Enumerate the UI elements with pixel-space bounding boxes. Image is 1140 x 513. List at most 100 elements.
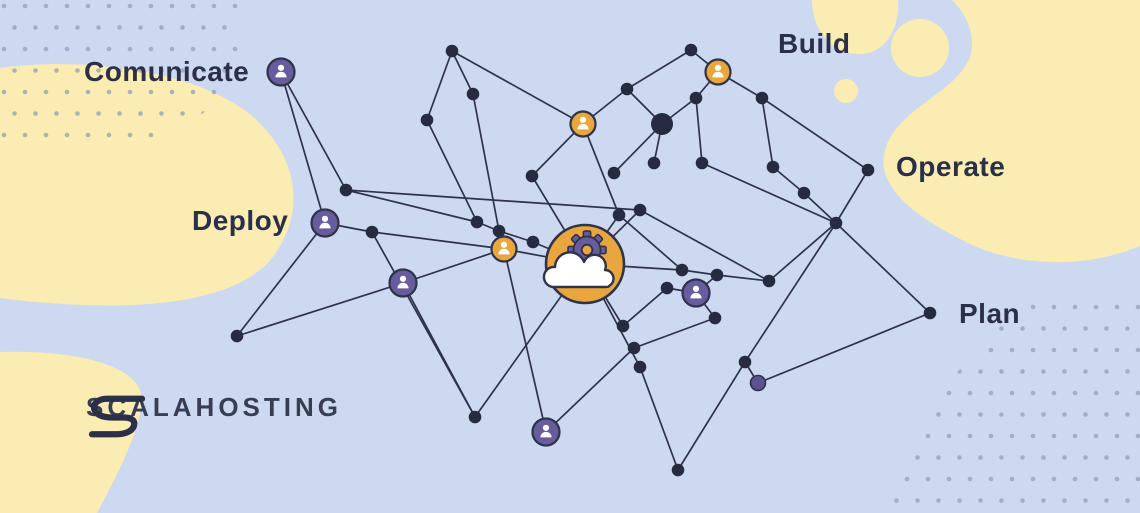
network-edge <box>402 248 505 284</box>
network-edge <box>451 50 584 125</box>
network-node-dot <box>627 341 641 355</box>
person-silhouette-icon <box>540 431 552 438</box>
person-silhouette-icon <box>712 71 724 78</box>
network-node-dot <box>708 311 722 325</box>
person-silhouette-icon <box>399 275 407 282</box>
network-edge <box>701 162 837 224</box>
person-silhouette-icon <box>319 222 331 229</box>
network-node-dot <box>762 274 776 288</box>
cloud-hub-icon <box>542 223 626 305</box>
label-plan: Plan <box>959 298 1021 329</box>
network-node-purple-dot <box>749 374 767 392</box>
network-edge <box>545 347 635 433</box>
network-node-dot <box>923 306 937 320</box>
network-node-dot <box>710 268 724 282</box>
yellow-circle-small <box>834 79 858 103</box>
network-node-dot <box>797 186 811 200</box>
person-silhouette-icon <box>577 123 589 130</box>
network-edge <box>472 93 500 232</box>
network-edge <box>622 287 668 327</box>
yellow-circle-mid <box>891 19 949 77</box>
network-edge <box>744 222 837 363</box>
network-node-dot <box>633 360 647 374</box>
network-node-person-orange <box>490 235 518 263</box>
network-node-dot <box>445 44 459 58</box>
network-edge <box>280 71 326 224</box>
network-edge <box>503 248 547 433</box>
network-node-person-purple <box>681 278 711 308</box>
network-node-dot <box>738 355 752 369</box>
network-node-dot <box>466 87 480 101</box>
network-node-dot <box>492 224 506 238</box>
network-edge <box>280 71 347 191</box>
network-edge <box>695 97 703 164</box>
network-node-person-purple <box>310 208 340 238</box>
scalahosting-logo-icon <box>88 395 146 438</box>
network-node-dot <box>755 91 769 105</box>
network-node-dot <box>526 235 540 249</box>
network-edge <box>757 312 931 384</box>
network-node-person-purple <box>531 417 561 447</box>
network-node-person-purple <box>266 57 296 87</box>
network-edge <box>345 189 641 211</box>
network-node-dot <box>861 163 875 177</box>
network-edge <box>835 222 931 314</box>
network-edge <box>772 166 805 194</box>
cloud-icon <box>542 251 615 289</box>
network-node-dot <box>620 82 634 96</box>
network-edge <box>345 189 478 223</box>
network-edge <box>835 169 869 224</box>
label-operate: Operate <box>896 151 1006 182</box>
network-node-dot <box>612 208 626 222</box>
label-deploy: Deploy <box>192 205 289 236</box>
network-edge <box>633 317 716 349</box>
network-node-dot <box>365 225 379 239</box>
network-node-person-purple <box>388 268 418 298</box>
network-edge <box>371 231 505 250</box>
network-edge <box>803 192 837 224</box>
network-node-dot <box>633 203 647 217</box>
person-silhouette-icon <box>690 292 702 299</box>
network-node-dot <box>230 329 244 343</box>
brand-logo: SCALAHOSTING <box>86 392 342 438</box>
network-edge <box>639 366 679 471</box>
person-silhouette-icon <box>692 285 700 292</box>
person-silhouette-icon <box>275 71 287 78</box>
network-node-dot <box>684 43 698 57</box>
network-node-dot <box>675 263 689 277</box>
network-node-dot <box>766 160 780 174</box>
network-node-dot <box>616 319 630 333</box>
network-node-dot <box>468 410 482 424</box>
network-node-dot <box>525 169 539 183</box>
person-silhouette-icon <box>277 64 285 71</box>
person-silhouette-icon <box>321 215 329 222</box>
network-edge <box>716 274 770 282</box>
network-edge <box>761 97 774 168</box>
network-edge <box>236 282 404 337</box>
yellow-blob-right <box>883 0 1140 263</box>
network-edge <box>236 222 326 337</box>
network-edge <box>618 214 683 271</box>
network-edge <box>626 49 692 90</box>
label-build: Build <box>778 28 851 59</box>
network-edge <box>426 50 453 121</box>
network-node-dot <box>660 281 674 295</box>
network-edge <box>402 282 476 418</box>
person-silhouette-icon <box>714 64 722 71</box>
network-node-dot <box>689 91 703 105</box>
network-edge <box>768 222 837 282</box>
network-node-person-orange <box>704 58 732 86</box>
network-node-person-orange <box>569 110 597 138</box>
network-node-dot <box>647 156 661 170</box>
dot-pattern-top-left <box>0 0 244 151</box>
network-node-dot <box>420 113 434 127</box>
network-edge <box>761 97 869 171</box>
dot-pattern-bottom-right <box>882 293 1140 513</box>
person-silhouette-icon <box>542 424 550 431</box>
network-node-dot <box>695 156 709 170</box>
person-silhouette-icon <box>397 282 409 289</box>
network-edge <box>451 50 474 95</box>
person-silhouette-icon <box>500 241 508 248</box>
network-edge <box>677 361 746 471</box>
